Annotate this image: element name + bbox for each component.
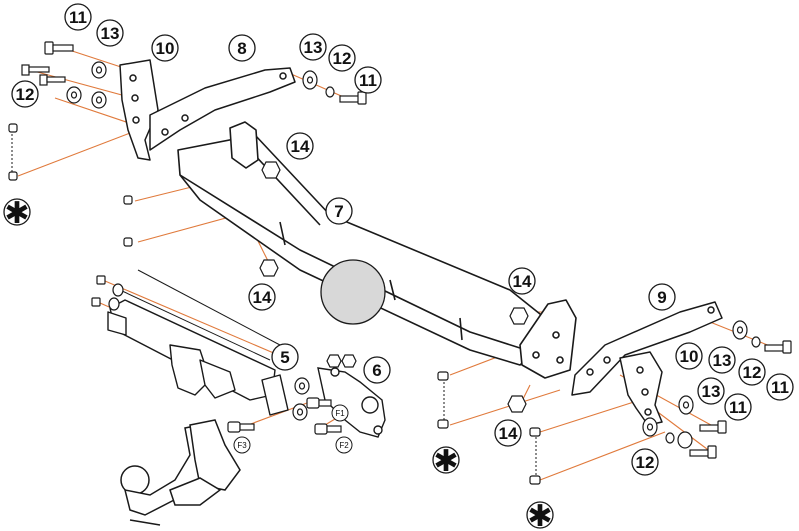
callout-11-right-lower-label: 11 [729,398,747,417]
callout-13-top-left-circle [96,19,124,47]
callout-6-plate-circle [363,356,391,384]
callout-13-top-left: 13 [96,19,124,47]
callout-5-neck-circle [271,343,299,371]
callout-6-plate-label: 6 [372,361,381,380]
callout-13-right-label: 13 [713,351,732,370]
callout-14-right: 14 [508,267,536,295]
callout-11-top-mid-circle [354,66,382,94]
callout-13-right-circle [708,346,736,374]
callout-12-right-lower: 12 [631,448,659,476]
callout-12-right-lower-label: 12 [636,453,655,472]
callout-12-top-left-label: 12 [16,85,35,104]
callout-11-top-mid-label: 11 [359,71,377,90]
callout-12-right: 12 [738,358,766,386]
callout-10-left-bracket: 10 [151,34,179,62]
callout-10-right-bracket-label: 10 [680,347,699,366]
callout-8-left-arm-label: 8 [237,39,246,58]
callout-14-low: 14 [494,419,522,447]
callout-11-right-lower-circle [724,393,752,421]
callout-10-right-bracket: 10 [675,342,703,370]
callout-10-left-bracket-circle [151,34,179,62]
callout-14-low-circle [494,419,522,447]
callout-11-top-left-label: 11 [69,8,87,27]
fastener-label-group [233,404,353,454]
callout-14-top-circle [286,132,314,160]
callout-14-mid-label: 14 [253,288,272,307]
star-marker-left: ✱ [4,196,29,231]
dashed-guides [11,130,537,480]
callout-9-right-arm: 9 [648,283,676,311]
callout-11-right-circle [766,373,794,401]
callout-12-top-left-circle [11,80,39,108]
left-arm [149,67,296,151]
callout-12-right-label: 12 [743,363,762,382]
callout-14-right-label: 14 [513,272,532,291]
callout-14-top-label: 14 [291,137,310,156]
callout-11-top-left-circle [64,3,92,31]
callout-14-top: 14 [286,132,314,160]
callout-13-right-lower-label: 13 [702,382,721,401]
star-marker-group [3,198,554,529]
callout-13-right: 13 [708,346,736,374]
callout-10-right-bracket-circle [675,342,703,370]
star-marker-mid: ✱ [433,444,458,479]
callout-12-top-mid-circle [328,44,356,72]
callout-11-right-label: 11 [771,378,789,397]
left-side-bracket [119,59,159,161]
callout-11-right: 11 [766,373,794,401]
right-arm [571,301,723,396]
callout-13-top-left-label: 13 [101,24,120,43]
right-side-bracket [619,351,663,426]
callout-7-crossbar-label: 7 [334,202,343,221]
callout-14-mid-circle [248,283,276,311]
callout-12-top-left: 12 [11,80,39,108]
callout-10-left-bracket-label: 10 [156,39,175,58]
callout-13-right-lower-circle [697,377,725,405]
ball-neck-assembly [107,269,289,416]
callout-12-top-mid-label: 12 [333,49,352,68]
callout-8-left-arm-circle [228,34,256,62]
callout-7-crossbar-circle [325,197,353,225]
callout-13-top-mid-label: 13 [304,38,323,57]
callout-11-top-mid: 11 [354,66,382,94]
callout-9-right-arm-circle [648,283,676,311]
callout-12-right-lower-circle [631,448,659,476]
callout-11-right-lower: 11 [724,393,752,421]
callout-12-top-mid: 12 [328,44,356,72]
callout-13-top-mid: 13 [299,33,327,61]
callout-14-mid: 14 [248,283,276,311]
callout-13-top-mid-circle [299,33,327,61]
crossbar-center-marker [320,259,386,325]
callout-13-right-lower: 13 [697,377,725,405]
callout-6-plate: 6 [363,356,391,384]
callout-11-top-left: 11 [64,3,92,31]
callout-12-right-circle [738,358,766,386]
callout-14-low-label: 14 [499,424,518,443]
callout-8-left-arm: 8 [228,34,256,62]
fastener-label-f2: F2 [339,441,349,450]
callout-14-right-circle [508,267,536,295]
star-marker-bottom: ✱ [527,499,552,531]
callout-5-neck-label: 5 [280,348,289,367]
callout-7-crossbar: 7 [325,197,353,225]
fastener-label-f1: F1 [335,409,345,418]
fasteners [8,41,792,485]
callout-5-neck: 5 [271,343,299,371]
callout-9-right-arm-label: 9 [657,288,666,307]
tow-ball [120,419,241,526]
main-crossbar [177,121,577,379]
fastener-label-f3: F3 [237,441,247,450]
